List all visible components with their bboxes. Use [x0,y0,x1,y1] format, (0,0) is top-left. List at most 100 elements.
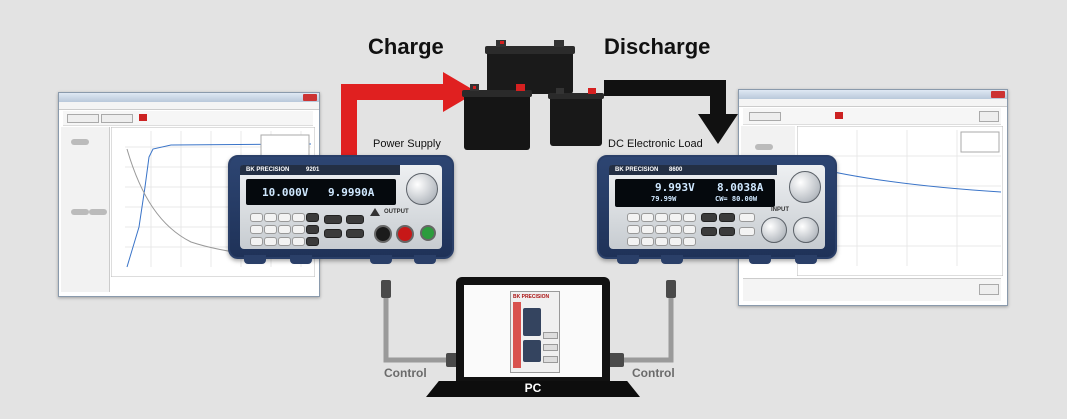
keypad-key[interactable] [655,237,668,246]
input-terminal-positive[interactable] [793,217,819,243]
chart-gridlines [807,130,1001,266]
keypad-key[interactable] [641,237,654,246]
power-readout: 79.99W [651,195,677,203]
function-key[interactable] [719,227,735,236]
chart-legend [260,134,310,158]
app-button[interactable] [543,356,558,363]
voltage-readout: 10.000V [262,186,309,199]
input-terminal-negative[interactable] [761,217,787,243]
window-close-icon[interactable] [991,91,1005,98]
function-key[interactable] [346,229,364,238]
function-key[interactable] [701,213,717,222]
function-key[interactable] [719,213,735,222]
instrument-foot [795,255,817,264]
keypad-key[interactable] [627,213,640,222]
instrument-foot [370,255,392,264]
function-key[interactable] [324,229,342,238]
toggle-switch[interactable] [71,139,89,145]
function-key[interactable] [739,227,755,236]
app-brand-logo: BK PRECISION [513,294,550,300]
brand-logo: BK PRECISION [246,167,290,173]
keypad-key[interactable] [306,213,319,222]
instrument-foot [661,255,683,264]
keypad-key[interactable] [683,213,696,222]
input-label: INPUT [771,207,789,213]
keypad-key[interactable] [627,225,640,234]
instrument-foot [749,255,771,264]
discharge-label: Discharge [604,34,711,59]
dc-load-instrument: BK PRECISION 8600 9.993V 8.0038A 79.99W … [597,155,837,264]
keypad-key[interactable] [292,237,305,246]
app-instrument-image [523,340,541,362]
keypad-key[interactable] [641,225,654,234]
keypad-key[interactable] [683,237,696,246]
keypad-key[interactable] [278,237,291,246]
warning-icon [370,208,380,216]
toggle-switch[interactable] [755,144,773,150]
charge-arrow [341,72,477,157]
function-key[interactable] [346,215,364,224]
keypad-key[interactable] [264,225,277,234]
keypad-key[interactable] [306,237,319,246]
keypad-key[interactable] [250,213,263,222]
stop-button[interactable] [979,284,999,295]
keypad-key[interactable] [292,225,305,234]
software-left-panel [61,127,110,292]
connect-button[interactable] [749,112,781,121]
function-key[interactable] [739,213,755,222]
positive-terminal[interactable] [396,225,414,243]
function-key[interactable] [701,227,717,236]
keypad-key[interactable] [669,213,682,222]
software-toolbar [63,111,313,126]
disconnect-button[interactable] [101,114,133,123]
toggle-switch[interactable] [71,209,89,215]
app-button[interactable] [543,344,558,351]
keypad-key[interactable] [655,213,668,222]
front-panel-header [609,165,777,175]
mode-setpoint-readout: CW= 80.00W [715,195,758,203]
app-sidebar-strip [513,302,521,368]
dc-load-label: DC Electronic Load [608,138,703,150]
window-titlebar [739,90,1007,99]
record-indicator [139,114,147,121]
keypad-key[interactable] [683,225,696,234]
laptop-app-window: BK PRECISION [510,291,560,373]
toggle-switch[interactable] [89,209,107,215]
exit-button[interactable] [979,111,999,122]
keypad-key[interactable] [264,213,277,222]
current-readout: 8.0038A [717,181,764,194]
connect-button[interactable] [67,114,99,123]
control-cable-right [608,280,676,367]
keypad-key[interactable] [264,237,277,246]
keypad-key[interactable] [250,237,263,246]
window-close-icon[interactable] [303,94,317,101]
power-supply-knob[interactable] [406,173,438,205]
keypad-key[interactable] [306,225,319,234]
keypad-key[interactable] [250,225,263,234]
keypad-key[interactable] [278,225,291,234]
dc-load-display: 9.993V 8.0038A 79.99W CW= 80.00W [615,179,775,207]
battery-large [485,40,575,94]
keypad-key[interactable] [655,225,668,234]
voltage-readout: 9.993V [655,181,695,194]
control-cable-left [381,280,462,367]
keypad-key[interactable] [278,213,291,222]
power-supply-label: Power Supply [373,138,441,150]
keypad-key[interactable] [292,213,305,222]
dc-load-knob[interactable] [789,171,821,203]
keypad-key[interactable] [669,225,682,234]
keypad-key[interactable] [669,237,682,246]
app-button[interactable] [543,332,558,339]
status-panel [743,278,1001,301]
negative-terminal[interactable] [374,225,392,243]
app-instrument-image [523,308,541,336]
batteries-illustration [462,40,604,150]
ground-terminal[interactable] [420,225,436,241]
laptop-base [426,381,640,397]
function-key[interactable] [324,215,342,224]
window-menubar [59,102,319,110]
keypad-key[interactable] [627,237,640,246]
record-indicator [835,112,843,119]
keypad-key[interactable] [641,213,654,222]
